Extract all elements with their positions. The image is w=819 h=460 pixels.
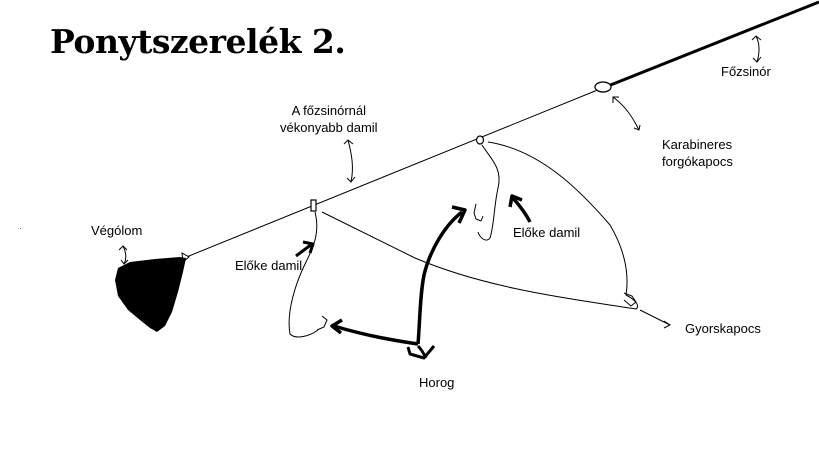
label-swivel: Karabineres forgókapocs	[662, 136, 733, 170]
pointer-hook-center	[406, 344, 436, 360]
label-thinner-line-1: A főzsinórnál	[291, 103, 366, 118]
hook-right-icon	[473, 203, 482, 222]
quick-clip-icon	[623, 292, 637, 307]
label-weight: Végólom	[91, 223, 143, 238]
swivel-left-icon	[310, 199, 317, 212]
pointer-thinner-line	[347, 139, 353, 183]
leader-right	[477, 144, 500, 241]
lead-weight-icon	[115, 257, 186, 332]
label-quick-clip: Gyorskapocs	[685, 321, 761, 336]
label-main-line: Főzsinór	[721, 64, 771, 79]
hook-left-icon	[316, 315, 328, 331]
leader-left	[288, 211, 319, 338]
label-leader-right: Előke damil	[513, 225, 581, 240]
pointer-quick-clip	[639, 309, 671, 326]
stray-dot	[20, 228, 21, 229]
pointer-foszinor	[755, 35, 760, 63]
label-thinner-line-2: vékonyabb damil	[280, 120, 378, 135]
label-hook: Horog	[419, 375, 455, 390]
quick-clip-line	[321, 141, 639, 310]
pointer-leader-left	[295, 242, 313, 258]
pointer-weight	[122, 245, 127, 265]
diagram-title: Ponytszerelék 2.	[50, 22, 346, 61]
carabiner-swivel-icon	[594, 81, 612, 93]
pointer-leader-right	[511, 196, 532, 223]
label-leader-left: Előke damil	[235, 258, 303, 273]
thinner-line	[183, 88, 601, 259]
label-swivel-1: Karabineres	[662, 137, 733, 152]
label-swivel-2: forgókapocs	[662, 154, 733, 169]
pointer-hook-up	[416, 210, 464, 345]
main-line	[607, 0, 819, 88]
label-thinner-line: A főzsinórnál vékonyabb damil	[280, 102, 378, 136]
pointer-hook-left	[333, 324, 419, 346]
pointer-swivel	[612, 96, 640, 131]
swivel-middle-icon	[475, 135, 485, 145]
